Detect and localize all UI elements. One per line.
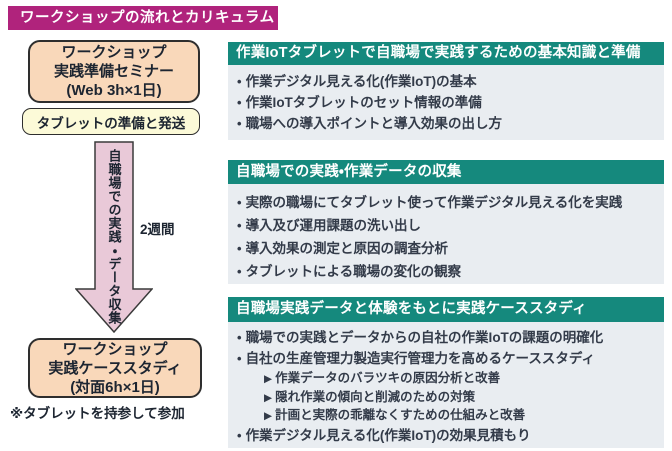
triangle-icon: ▶ xyxy=(264,410,273,422)
sub-bullet-item: ▶作業データのバラツキの原因分析と改善 xyxy=(264,369,658,388)
section-data-collection: 自職場での実践・作業データの収集 •実際の職場にてタブレット使って作業デジタル見… xyxy=(228,160,664,284)
bullet-text: 隠れ作業の傾向と削減のための対策 xyxy=(275,389,476,404)
flow-box-line: (Web 3h×1日) xyxy=(66,82,162,99)
flow-box-tablet-shipping: タブレットの準備と発送 xyxy=(22,108,200,135)
bullet-text: 実際の職場にてタブレット使って作業デジタル見える化を実践 xyxy=(245,195,623,210)
sub-bullet-item: ▶隠れ作業の傾向と削減のための対策 xyxy=(264,388,658,407)
section-header: 自職場実践データと体験をもとに実践ケーススタディ xyxy=(228,297,664,322)
bullet-icon: • xyxy=(237,427,242,443)
bullet-item: •導入効果の測定と原因の調査分析 xyxy=(237,237,658,260)
flow-box-line: (対面6h×1日) xyxy=(70,378,160,396)
section-basic-knowledge: 作業IoTタブレットで自職場で実践するための基本知識と準備 •作業デジタル見える… xyxy=(228,42,664,140)
bullet-item: •職場への導入ポイントと導入効果の出し方 xyxy=(237,113,658,134)
page-title: ワークショップの流れとカリキュラム xyxy=(8,6,278,30)
bullet-text: 計画と実際の乖離なくすための仕組みと改善 xyxy=(275,408,526,422)
bullet-item: •作業デジタル見える化(作業IoT)の基本 xyxy=(237,71,658,92)
bullet-icon: • xyxy=(237,95,242,110)
flow-box-seminar: ワークショップ 実践準備セミナー (Web 3h×1日) xyxy=(28,40,200,103)
bullet-text: 作業データのバラツキの原因分析と改善 xyxy=(275,371,501,385)
section-case-study: 自職場実践データと体験をもとに実践ケーススタディ •職場での実践とデータからの自… xyxy=(228,297,664,448)
arrow-label: 自職場での実践・データ収集 xyxy=(106,149,122,325)
flow-box-line: 実践ケーススタディ xyxy=(48,359,182,377)
bullet-text: 職場での実践とデータからの自社の作業IoTの課題の明確化 xyxy=(245,330,604,345)
bullet-item: •作業デジタル見える化(作業IoT)の効果見積もり xyxy=(237,425,658,446)
bullet-item: •職場での実践とデータからの自社の作業IoTの課題の明確化 xyxy=(237,327,658,348)
bullet-item: •タブレットによる職場の変化の観察 xyxy=(237,260,658,283)
bullet-text: 自社の生産管理力製造実行管理力を高めるケーススタディ xyxy=(245,351,595,366)
bullet-item: •作業IoTタブレットのセット情報の準備 xyxy=(237,92,658,113)
triangle-icon: ▶ xyxy=(264,391,273,404)
bullet-icon: • xyxy=(237,264,242,279)
bullet-text: 作業IoTタブレットのセット情報の準備 xyxy=(245,95,482,110)
bullet-icon: • xyxy=(237,116,242,131)
flow-box-line: ワークショップ xyxy=(62,340,168,358)
bullet-item: •自社の生産管理力製造実行管理力を高めるケーススタディ xyxy=(237,348,658,369)
bullet-icon: • xyxy=(237,241,242,256)
bullet-text: 職場への導入ポイントと導入効果の出し方 xyxy=(245,116,503,131)
bullet-text: 作業デジタル見える化(作業IoT)の効果見積もり xyxy=(245,427,531,443)
bullet-list: •実際の職場にてタブレット使って作業デジタル見える化を実践•導入及び運用課題の洗… xyxy=(237,191,658,283)
section-header: 作業IoTタブレットで自職場で実践するための基本知識と準備 xyxy=(228,42,664,65)
section-header: 自職場での実践・作業データの収集 xyxy=(228,160,664,184)
bullet-text: 作業デジタル見える化(作業IoT)の基本 xyxy=(245,74,477,89)
sub-bullet-item: ▶計画と実際の乖離なくすための仕組みと改善 xyxy=(264,406,658,425)
duration-label: 2週間 xyxy=(140,222,175,237)
bullet-text: 導入及び運用課題の洗い出し xyxy=(245,218,422,233)
section-body: •作業デジタル見える化(作業IoT)の基本•作業IoTタブレットのセット情報の準… xyxy=(228,65,664,140)
flow-box-label: タブレットの準備と発送 xyxy=(36,115,186,131)
bullet-item: •導入及び運用課題の洗い出し xyxy=(237,214,658,237)
bullet-icon: • xyxy=(237,195,242,210)
bullet-text: 導入効果の測定と原因の調査分析 xyxy=(245,241,449,256)
bullet-text: タブレットによる職場の変化の観察 xyxy=(245,264,462,279)
bullet-icon: • xyxy=(237,218,242,233)
bullet-list: •職場での実践とデータからの自社の作業IoTの課題の明確化•自社の生産管理力製造… xyxy=(237,327,658,446)
flow-box-line: 実践準備セミナー xyxy=(53,63,174,80)
bullet-icon: • xyxy=(237,330,242,345)
triangle-icon: ▶ xyxy=(264,373,273,385)
bullet-list: •作業デジタル見える化(作業IoT)の基本•作業IoTタブレットのセット情報の準… xyxy=(237,71,658,134)
bullet-item: •実際の職場にてタブレット使って作業デジタル見える化を実践 xyxy=(237,191,658,214)
bullet-icon: • xyxy=(237,74,242,89)
flow-box-casestudy: ワークショップ 実践ケーススタディ (対面6h×1日) xyxy=(28,338,202,398)
section-body: •職場での実践とデータからの自社の作業IoTの課題の明確化•自社の生産管理力製造… xyxy=(228,322,664,448)
bring-tablet-note: ※タブレットを持参して参加 xyxy=(10,406,185,421)
down-arrow-icon xyxy=(75,141,153,333)
bullet-icon: • xyxy=(237,351,242,366)
section-body: •実際の職場にてタブレット使って作業デジタル見える化を実践•導入及び運用課題の洗… xyxy=(228,184,664,284)
flow-box-line: ワークショップ xyxy=(61,44,167,61)
